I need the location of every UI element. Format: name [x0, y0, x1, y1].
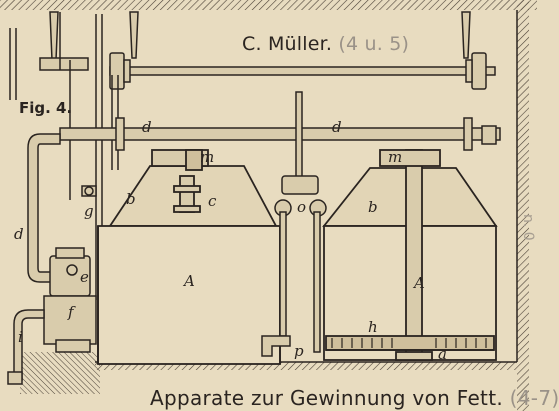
middle-piping — [261, 91, 327, 357]
author-reference: (4 u. 5) — [338, 33, 410, 55]
label-g: g — [84, 202, 94, 220]
right-vessel — [322, 149, 498, 361]
author-credit: C. Müller. (4 u. 5) — [242, 33, 409, 55]
label-p: p — [294, 342, 304, 360]
label-m-left: m — [200, 148, 215, 166]
technical-drawing — [0, 0, 537, 411]
caption-reference: (4-7) — [509, 386, 559, 410]
caption-title: Apparate zur Gewinnung von Fett. — [150, 386, 503, 410]
lower-shaft — [59, 117, 501, 151]
label-f: f — [68, 303, 74, 321]
margin-mark: n. 0 — [520, 214, 536, 241]
valve-g — [81, 185, 97, 197]
figure-label: Fig. 4. — [19, 99, 73, 117]
left-vessel — [97, 149, 281, 365]
label-o: o — [297, 198, 307, 216]
label-i: i — [18, 328, 23, 346]
label-c: c — [208, 192, 217, 210]
label-a: a — [438, 345, 447, 363]
plate-caption: Apparate zur Gewinnung von Fett. (4-7) — [150, 386, 559, 410]
label-h: h — [368, 318, 378, 336]
label-A-right: A — [414, 274, 425, 292]
label-e: e — [80, 268, 89, 286]
label-b-left: b — [126, 190, 136, 208]
left-piping — [7, 133, 97, 385]
line-shaft-upper — [39, 52, 496, 90]
author-name: C. Müller. — [242, 33, 333, 55]
heating-coil — [331, 338, 487, 348]
label-A-left: A — [184, 272, 195, 290]
label-d-shaft-right: d — [332, 118, 342, 136]
label-d-shaft-left: d — [142, 118, 152, 136]
label-b-right: b — [368, 198, 378, 216]
label-d-left: d — [14, 225, 24, 243]
label-m-right: m — [388, 148, 403, 166]
ceiling-hangers — [49, 11, 471, 61]
